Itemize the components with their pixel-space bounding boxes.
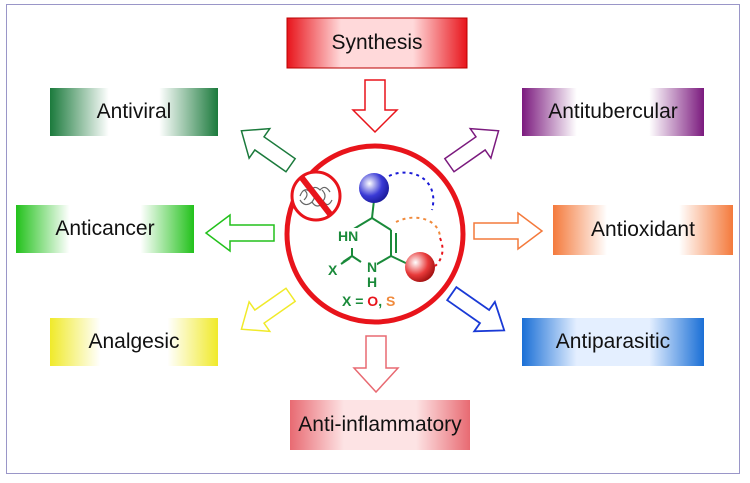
atom-h: H: [367, 274, 378, 290]
arrow-antiinflammatory: [352, 335, 400, 394]
substituent-legend: X = O, S: [342, 293, 395, 309]
box-antiinflammatory: [290, 400, 470, 450]
orange-dotted-linker: [395, 216, 441, 239]
red-sphere: [405, 252, 435, 282]
legend-separator: ,: [378, 293, 386, 309]
box-antitubercular: [522, 88, 704, 136]
antitubercular-label: Antitubercular: [548, 100, 678, 123]
legend-oxygen: O: [367, 293, 379, 309]
analgesic-label: Analgesic: [88, 330, 180, 353]
red-dotted-linker: [434, 237, 444, 267]
blue-sphere: [359, 173, 389, 203]
box-antiviral: [50, 88, 218, 136]
diagram-frame: [6, 4, 740, 474]
arrow-anticancer: [204, 213, 275, 253]
legend-sulfur: S: [385, 293, 396, 309]
atom-x: X: [328, 262, 338, 278]
arrow-analgesic: [240, 287, 297, 333]
arrow-antiparasitic: [445, 285, 506, 333]
box-analgesic: [50, 318, 218, 366]
antioxidant-label: Antioxidant: [591, 218, 695, 241]
arrow-antiviral: [240, 127, 297, 173]
box-antioxidant: [553, 205, 733, 255]
synthesis-label: Synthesis: [331, 31, 423, 54]
box-synthesis: [286, 17, 468, 69]
box-anticancer: [16, 205, 194, 253]
atom-hn: HN: [338, 228, 359, 244]
legend-prefix: X =: [342, 293, 368, 309]
box-antiparasitic: [522, 318, 704, 366]
atom-n: N: [367, 259, 378, 275]
antiviral-label: Antiviral: [96, 100, 172, 123]
antiparasitic-label: Antiparasitic: [555, 330, 671, 353]
arrow-synthesis: [351, 79, 399, 134]
arrow-antioxidant: [473, 211, 544, 251]
antiinflammatory-label: Anti-inflammatory: [298, 413, 462, 436]
anticancer-label: Anticancer: [55, 217, 155, 240]
no-mitochondria-icon: [290, 170, 342, 222]
arrow-antitubercular: [443, 127, 500, 173]
